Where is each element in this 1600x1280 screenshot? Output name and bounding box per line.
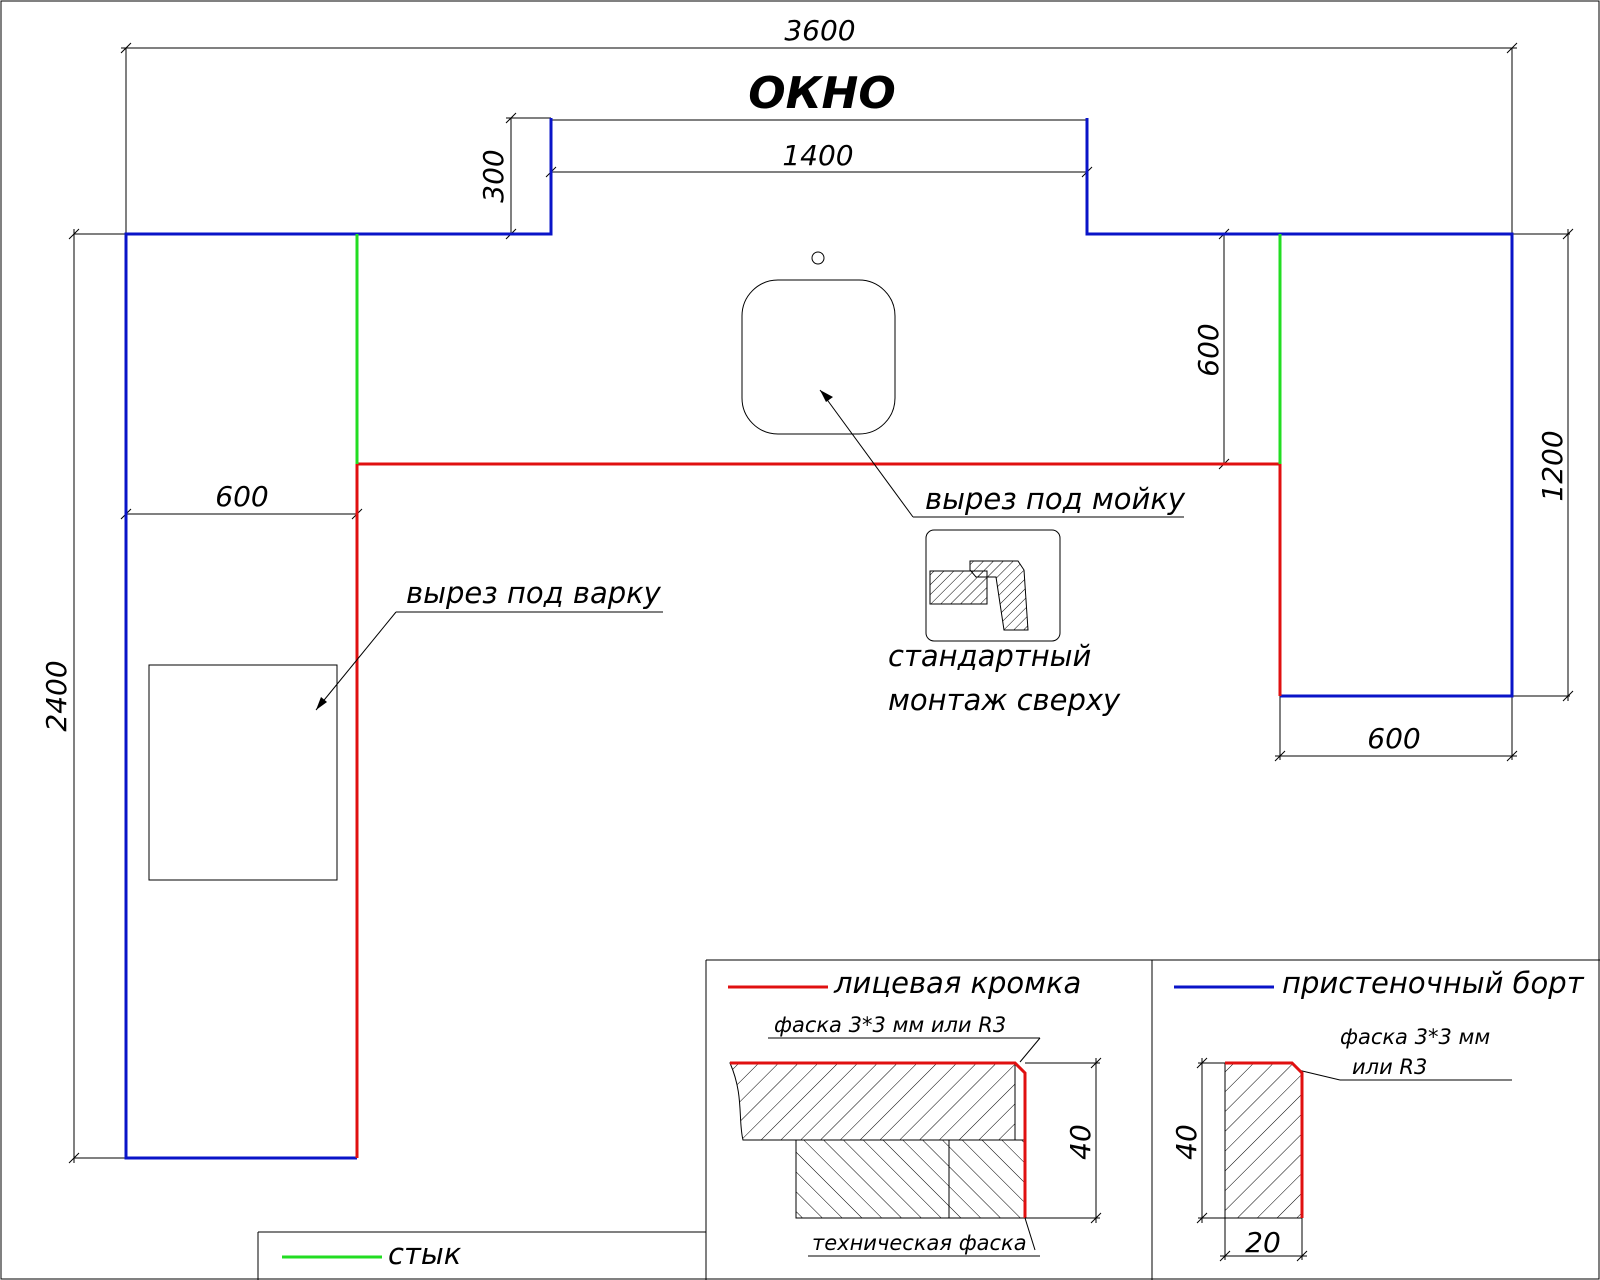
mount-line2: монтаж сверху — [888, 683, 1121, 717]
dim-3600: 3600 — [784, 14, 855, 47]
hob-leader — [315, 611, 663, 711]
face-edge-outline — [355, 462, 1282, 1158]
wall-board-section — [1196, 1057, 1308, 1262]
dimension-left-width: 600 — [120, 480, 363, 520]
window-label: ОКНО — [748, 68, 896, 119]
dimension-total-width: 3600 — [120, 14, 1518, 234]
dim-600-right: 600 — [1367, 722, 1420, 755]
hob-cutout — [148, 664, 338, 881]
dimension-left-depth: 2400 — [40, 228, 126, 1164]
sink-cutout — [741, 279, 896, 435]
mount-line1: стандартный — [888, 639, 1091, 673]
hob-cutout-label: вырез под варку — [406, 576, 662, 610]
dim-600-left: 600 — [215, 480, 268, 513]
legend-wall-label: пристеночный борт — [1282, 966, 1585, 1000]
wall-width-label: 20 — [1245, 1226, 1281, 1259]
sink-cutout-label: вырез под мойку — [925, 482, 1186, 516]
dim-300: 300 — [477, 149, 510, 202]
face-edge-section — [729, 1057, 1102, 1257]
dimension-right-width: 600 — [1274, 696, 1518, 762]
legend-box — [257, 959, 1600, 1280]
dimension-right-height: 1200 — [1512, 228, 1574, 702]
wall-thickness-label: 40 — [1170, 1124, 1203, 1160]
dim-1200: 1200 — [1536, 430, 1569, 501]
dimension-right-inner: 600 — [1192, 228, 1280, 470]
sink-leader — [819, 389, 1184, 518]
legend-face-label: лицевая кромка — [833, 966, 1081, 1000]
tap-hole — [811, 251, 825, 265]
wall-board-outline — [124, 118, 1514, 1160]
chamfer-mm-label: фаска 3*3 мм — [1340, 1025, 1490, 1049]
tech-chamfer-label: техническая фаска — [812, 1231, 1027, 1255]
dim-2400: 2400 — [40, 660, 73, 731]
dimension-window: 1400 300 — [477, 112, 1093, 240]
dim-600-right-inner: 600 — [1192, 323, 1225, 376]
mount-detail — [925, 529, 1061, 642]
or-r3-label: или R3 — [1352, 1055, 1427, 1079]
legend-joint-label: стык — [388, 1237, 462, 1271]
face-thickness-label: 40 — [1064, 1124, 1097, 1160]
dim-1400: 1400 — [782, 139, 853, 172]
chamfer-r3-label: фаска 3*3 мм или R3 — [774, 1013, 1006, 1037]
